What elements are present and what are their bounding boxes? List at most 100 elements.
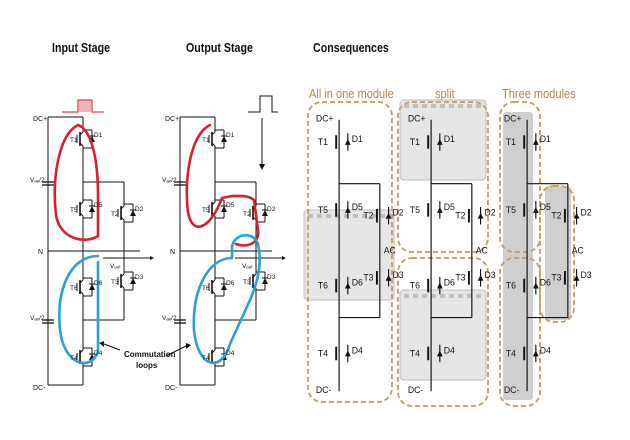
transistor-label: T5 <box>70 207 78 214</box>
diode-label: D2 <box>580 208 591 218</box>
igbt-collector <box>211 279 216 284</box>
transistor-label: T4 <box>70 355 78 362</box>
pointer-arrow <box>165 345 187 357</box>
commutation-label: Commutation <box>124 350 176 359</box>
module-pin <box>422 294 427 298</box>
diode-icon <box>221 206 227 212</box>
ac-label: AC <box>476 246 488 256</box>
diode-label: D6 <box>540 278 551 288</box>
split-module-image <box>399 99 487 181</box>
dc-minus-label: DC- <box>33 385 46 392</box>
module-pin <box>440 104 445 108</box>
diode-icon <box>436 282 443 289</box>
arrow-icon <box>150 256 154 260</box>
module-pin <box>431 104 436 108</box>
dc-plus-label: DC+ <box>165 116 179 123</box>
transistor-label: T4 <box>318 348 328 358</box>
diode-icon <box>385 212 392 219</box>
transistor-label: T1 <box>410 137 420 147</box>
diode-label: D3 <box>580 270 591 280</box>
igbt-collector <box>120 205 125 210</box>
ac-label: AC <box>572 246 584 256</box>
module-pin <box>317 214 322 218</box>
igbt-collector <box>211 201 216 206</box>
dc-plus-label: DC+ <box>408 114 426 124</box>
module-pin <box>353 214 358 218</box>
vdc-half-label: Vₐₑ/2 <box>30 177 45 184</box>
diode-icon <box>436 207 443 213</box>
diode-label: D3 <box>392 270 403 280</box>
module-pin <box>362 214 367 218</box>
diode-icon <box>262 278 268 284</box>
transistor-label: T6 <box>318 280 328 290</box>
module-pin <box>467 104 472 108</box>
diode-icon <box>385 274 392 281</box>
igbt-emitter <box>79 142 84 147</box>
diode-icon <box>573 212 580 219</box>
split-module-image <box>399 289 487 381</box>
three-modules-label: Three modules <box>502 86 576 101</box>
diode-label: D5 <box>226 202 235 209</box>
transistor-label: T1 <box>318 137 328 147</box>
arrow-icon <box>186 343 191 349</box>
split-label: split <box>435 86 455 101</box>
module-pin <box>308 214 313 218</box>
diode-label: D5 <box>444 202 455 212</box>
diode-icon <box>344 207 351 213</box>
pointer-arrow <box>103 343 121 351</box>
module-pin <box>458 294 463 298</box>
diode-icon <box>130 278 136 284</box>
module-pin <box>440 294 445 298</box>
diode-label: D1 <box>540 134 551 144</box>
red-commutation-loop <box>185 123 260 247</box>
transistor-label: T3 <box>551 273 561 283</box>
module-pin <box>404 104 409 108</box>
igbt-collector <box>120 273 125 278</box>
neutral-label: N <box>170 249 175 256</box>
module-pin <box>413 294 418 298</box>
transistor-label: T2 <box>243 211 251 218</box>
module-pin <box>380 214 385 218</box>
module-pin <box>404 294 409 298</box>
dc-plus-label: DC+ <box>316 114 334 124</box>
all-in-one-module-label: All in one module <box>309 86 394 101</box>
vout-label: Vₒᵤₜ <box>242 263 253 270</box>
diode-label: D6 <box>94 280 103 287</box>
module-pin <box>413 104 418 108</box>
circuit-labels-layer: T1D1T5D5T6D6T4D4T2D2T3D3DC+DC-NVₐₑ/2Vₐₑ/… <box>30 116 276 392</box>
module-pin <box>449 294 454 298</box>
vdc-half-label: Vₐₑ/2 <box>162 177 177 184</box>
diode-label: D3 <box>267 274 276 281</box>
igbt-collector <box>79 131 84 136</box>
arrow-icon <box>99 341 104 347</box>
diode-icon <box>344 350 351 357</box>
diode-label: D2 <box>484 208 495 218</box>
diode-label: D1 <box>226 132 235 139</box>
transistor-label: T5 <box>410 205 420 215</box>
transistor-label: T2 <box>551 211 561 221</box>
module-pin <box>371 214 376 218</box>
module-box-right <box>539 185 575 323</box>
transistor-label: T1 <box>506 137 516 147</box>
igbt-collector <box>79 279 84 284</box>
transistor-label: T5 <box>318 205 328 215</box>
diode-icon <box>573 274 580 281</box>
diode-icon <box>89 206 95 212</box>
igbt-collector <box>211 131 216 136</box>
module-images-layer <box>303 99 571 400</box>
transistor-label: T3 <box>363 273 373 283</box>
diode-label: D5 <box>94 202 103 209</box>
three-module-strip <box>503 112 533 400</box>
blue-commutation-loop <box>192 233 261 364</box>
consequences-title: Consequences <box>313 40 389 55</box>
transistor-label: T2 <box>111 211 119 218</box>
igbt-emitter <box>79 212 84 217</box>
transistor-label: T3 <box>111 279 119 286</box>
module-housing <box>399 289 487 381</box>
arrow-icon <box>259 164 265 170</box>
diode-icon <box>344 282 351 289</box>
diode-label: D4 <box>226 350 235 357</box>
vdc-half-label: Vₐₑ/2 <box>30 315 45 322</box>
diode-icon <box>532 282 539 289</box>
